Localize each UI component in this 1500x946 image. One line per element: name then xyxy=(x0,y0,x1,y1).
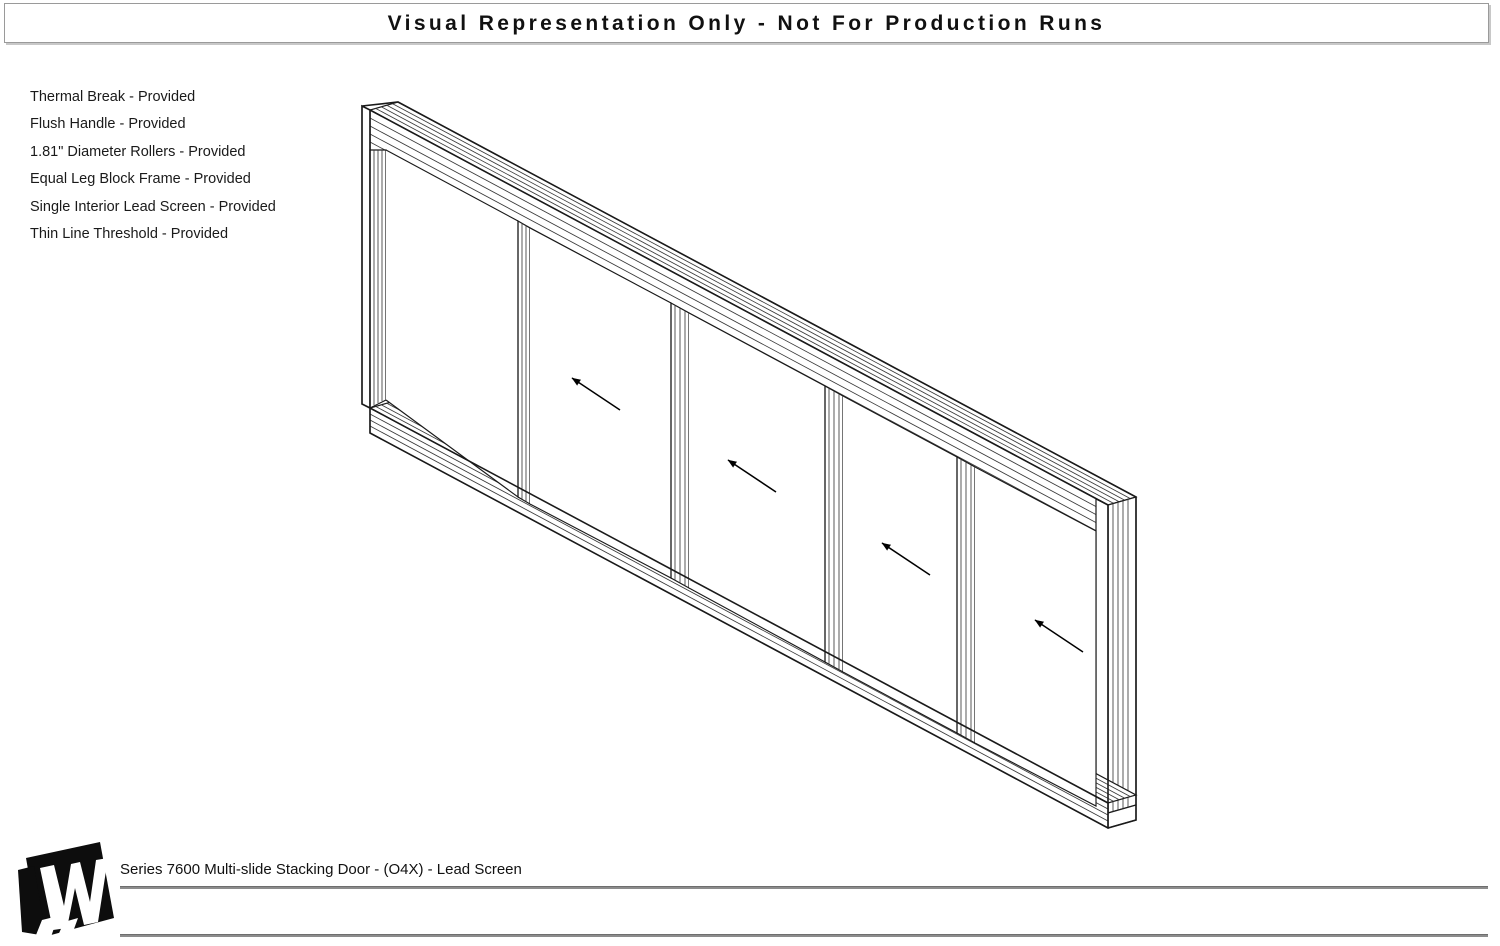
drawing-title: Series 7600 Multi-slide Stacking Door - … xyxy=(120,861,522,878)
list-item: Equal Leg Block Frame - Provided xyxy=(30,171,251,188)
panel-5-sliding xyxy=(974,466,1097,807)
footer-divider-bottom xyxy=(120,934,1488,937)
assembly-outline xyxy=(361,101,1137,829)
panel-4-sliding xyxy=(842,395,976,745)
head-track-top-face xyxy=(368,101,1138,506)
slide-arrow xyxy=(881,542,931,576)
list-item: Flush Handle - Provided xyxy=(30,116,186,133)
list-item: Thin Line Threshold - Provided xyxy=(30,226,229,243)
list-item: Thermal Break - Provided xyxy=(30,89,196,105)
list-item: 1.81" Diameter Rollers - Provided xyxy=(30,143,246,160)
feature-list: Thermal Break - Provided Flush Handle - … xyxy=(30,84,370,248)
slide-arrow xyxy=(571,377,621,411)
footer: Series 7600 Multi-slide Stacking Door - … xyxy=(0,836,1500,946)
panel-2-sliding xyxy=(529,227,690,590)
panel-1-fixed xyxy=(385,149,531,506)
head-track-front-face xyxy=(369,108,1109,547)
right-jamb xyxy=(1095,496,1137,829)
title-bar: Visual Representation Only - Not For Pro… xyxy=(4,3,1489,43)
page-title: Visual Representation Only - Not For Pro… xyxy=(387,12,1106,35)
list-item: Single Interior Lead Screen - Provided xyxy=(30,198,276,215)
slide-arrow xyxy=(1034,619,1084,653)
threshold-sill xyxy=(368,399,1138,830)
footer-divider-top xyxy=(120,886,1488,889)
panel-3-sliding xyxy=(688,312,844,674)
slide-arrow xyxy=(727,459,777,493)
company-logo-icon xyxy=(18,842,114,940)
